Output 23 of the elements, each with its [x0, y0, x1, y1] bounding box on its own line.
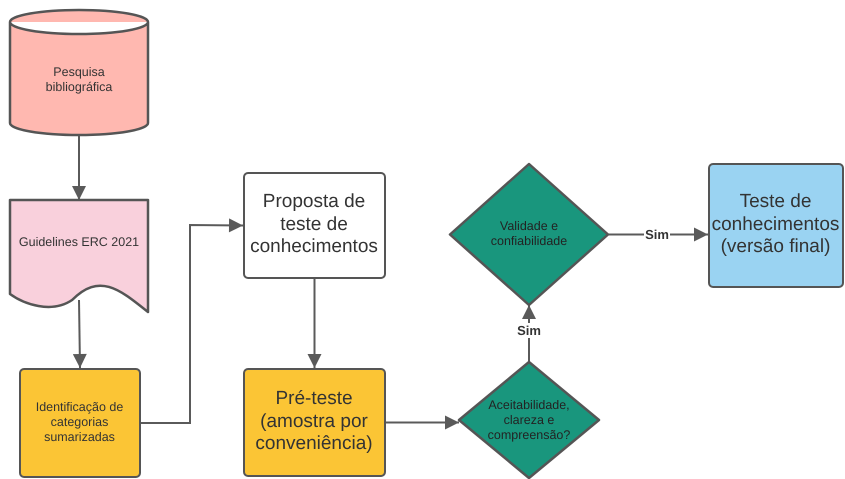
edge-label: Sim	[516, 322, 542, 338]
database-cylinder	[10, 10, 148, 135]
node-label: Validade e confiabilidade	[490, 219, 568, 249]
node-label: Guidelines ERC 2021	[18, 234, 140, 250]
arrow	[386, 416, 459, 430]
process-box	[243, 368, 386, 477]
arrow	[141, 218, 243, 424]
arrow	[72, 135, 86, 200]
process-box	[19, 368, 141, 478]
node-label: Pré-teste (amostra por conveniência)	[254, 388, 374, 456]
decision-diamond	[450, 164, 608, 305]
arrow	[308, 279, 322, 368]
node-label: Identificação de categorias sumarizadas	[34, 400, 124, 445]
process-box	[243, 172, 386, 279]
arrow	[72, 300, 87, 368]
node-label: Aceitabilidade, clareza e compreensão?	[486, 398, 572, 442]
process-box	[708, 163, 844, 288]
document-shape	[10, 200, 148, 312]
node-label: Teste de conhecimentos (versão final)	[710, 190, 840, 260]
edge-label: Sim	[644, 226, 670, 242]
node-label: Proposta de teste de conhecimentos	[249, 190, 379, 260]
node-label: Pesquisa bibliográfica	[44, 65, 114, 95]
decision-diamond	[459, 362, 599, 478]
